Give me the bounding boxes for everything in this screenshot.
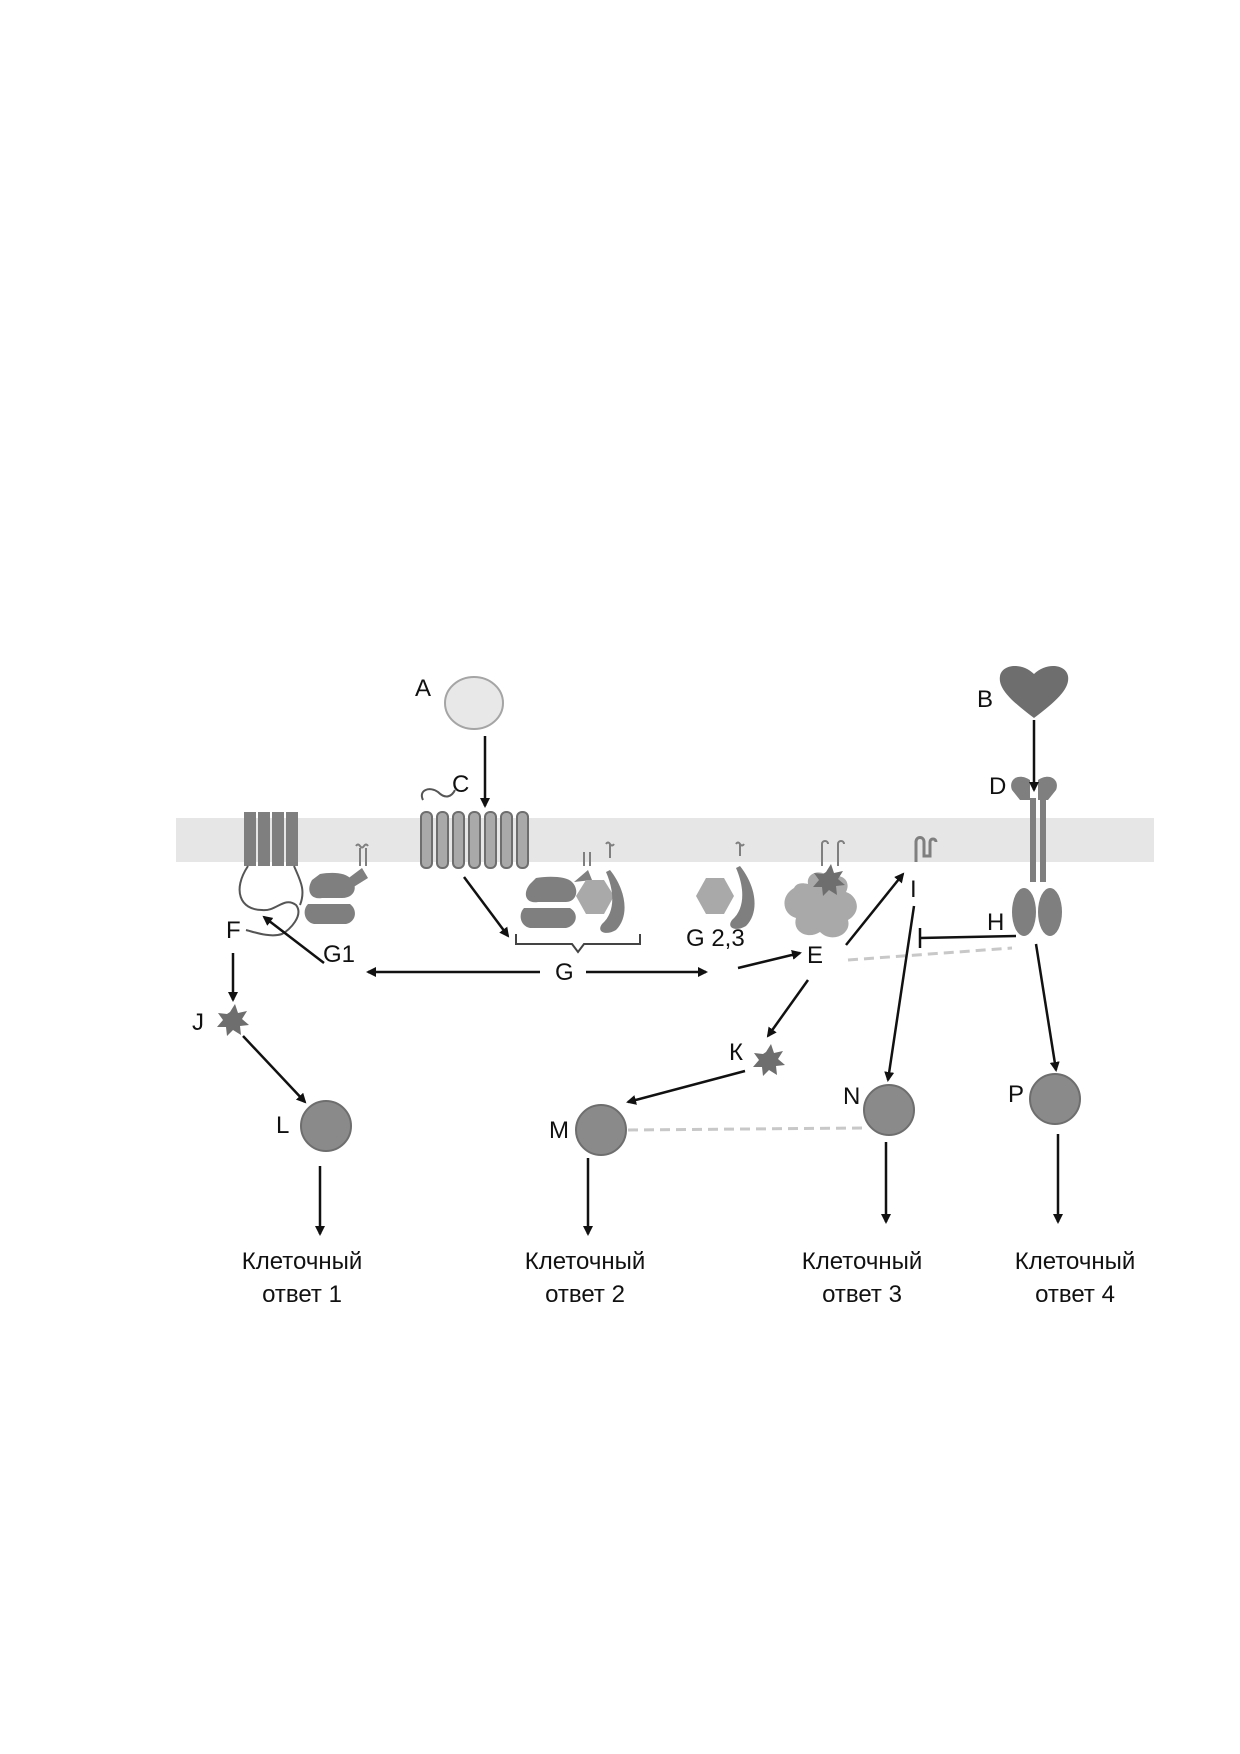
arrow-e-k [766, 979, 810, 1038]
dashed-link-e-h [847, 946, 1013, 962]
ligand-b [999, 665, 1069, 718]
arrow-c-g [462, 876, 510, 938]
label-p: P [1008, 1081, 1024, 1108]
effector-e [784, 840, 857, 938]
label-b: B [977, 686, 993, 713]
arrow-k-m [626, 1069, 746, 1105]
node-p [1029, 1073, 1081, 1125]
label-l: L [276, 1112, 289, 1139]
label-c: C [452, 771, 469, 798]
g-protein-complex [515, 841, 641, 954]
effector-j-star [217, 1004, 249, 1036]
response-3-line2: ответ 3 [822, 1281, 902, 1308]
label-j: J [192, 1009, 204, 1036]
response-3-line1: Клеточный [802, 1248, 923, 1275]
effector-k-star [753, 1044, 785, 1076]
label-g1: G1 [323, 941, 355, 968]
arrow-i-n [884, 905, 916, 1082]
response-1-line1: Клеточный [242, 1248, 363, 1275]
response-4-line1: Клеточный [1015, 1248, 1136, 1275]
gpcr-receptor-c [420, 788, 529, 869]
label-g: G [555, 959, 574, 986]
label-g23: G 2,3 [686, 925, 745, 952]
label-m: M [549, 1117, 569, 1144]
label-d: D [989, 773, 1006, 800]
cell-membrane [176, 818, 1154, 862]
response-4-line2: ответ 4 [1035, 1281, 1115, 1308]
node-n [863, 1084, 915, 1136]
response-2-line1: Клеточный [525, 1248, 646, 1275]
response-2-line2: ответ 2 [545, 1281, 625, 1308]
arrow-g23-e [737, 950, 802, 970]
receptor-d [1011, 776, 1062, 936]
label-k: К [729, 1039, 743, 1066]
label-h: H [987, 909, 1004, 936]
label-n: N [843, 1083, 860, 1110]
label-i: I [910, 876, 917, 903]
ion-channel-f [238, 812, 304, 937]
label-f: F [226, 917, 241, 944]
label-e: E [807, 942, 823, 969]
arrow-e-i [845, 872, 905, 946]
dashed-link-m-n [627, 1126, 863, 1132]
g1-protein [304, 843, 369, 924]
label-a: A [415, 675, 431, 702]
ligand-a [444, 676, 504, 730]
inhibit-h-i [919, 934, 1017, 940]
effector-i [914, 836, 938, 862]
response-1-line2: ответ 1 [262, 1281, 342, 1308]
g23-subunits [696, 841, 755, 929]
node-m [575, 1104, 627, 1156]
arrow-d-p [1034, 943, 1060, 1072]
arrow-g1-f [262, 915, 325, 964]
arrow-j-l [242, 1035, 307, 1104]
node-l [300, 1100, 352, 1152]
